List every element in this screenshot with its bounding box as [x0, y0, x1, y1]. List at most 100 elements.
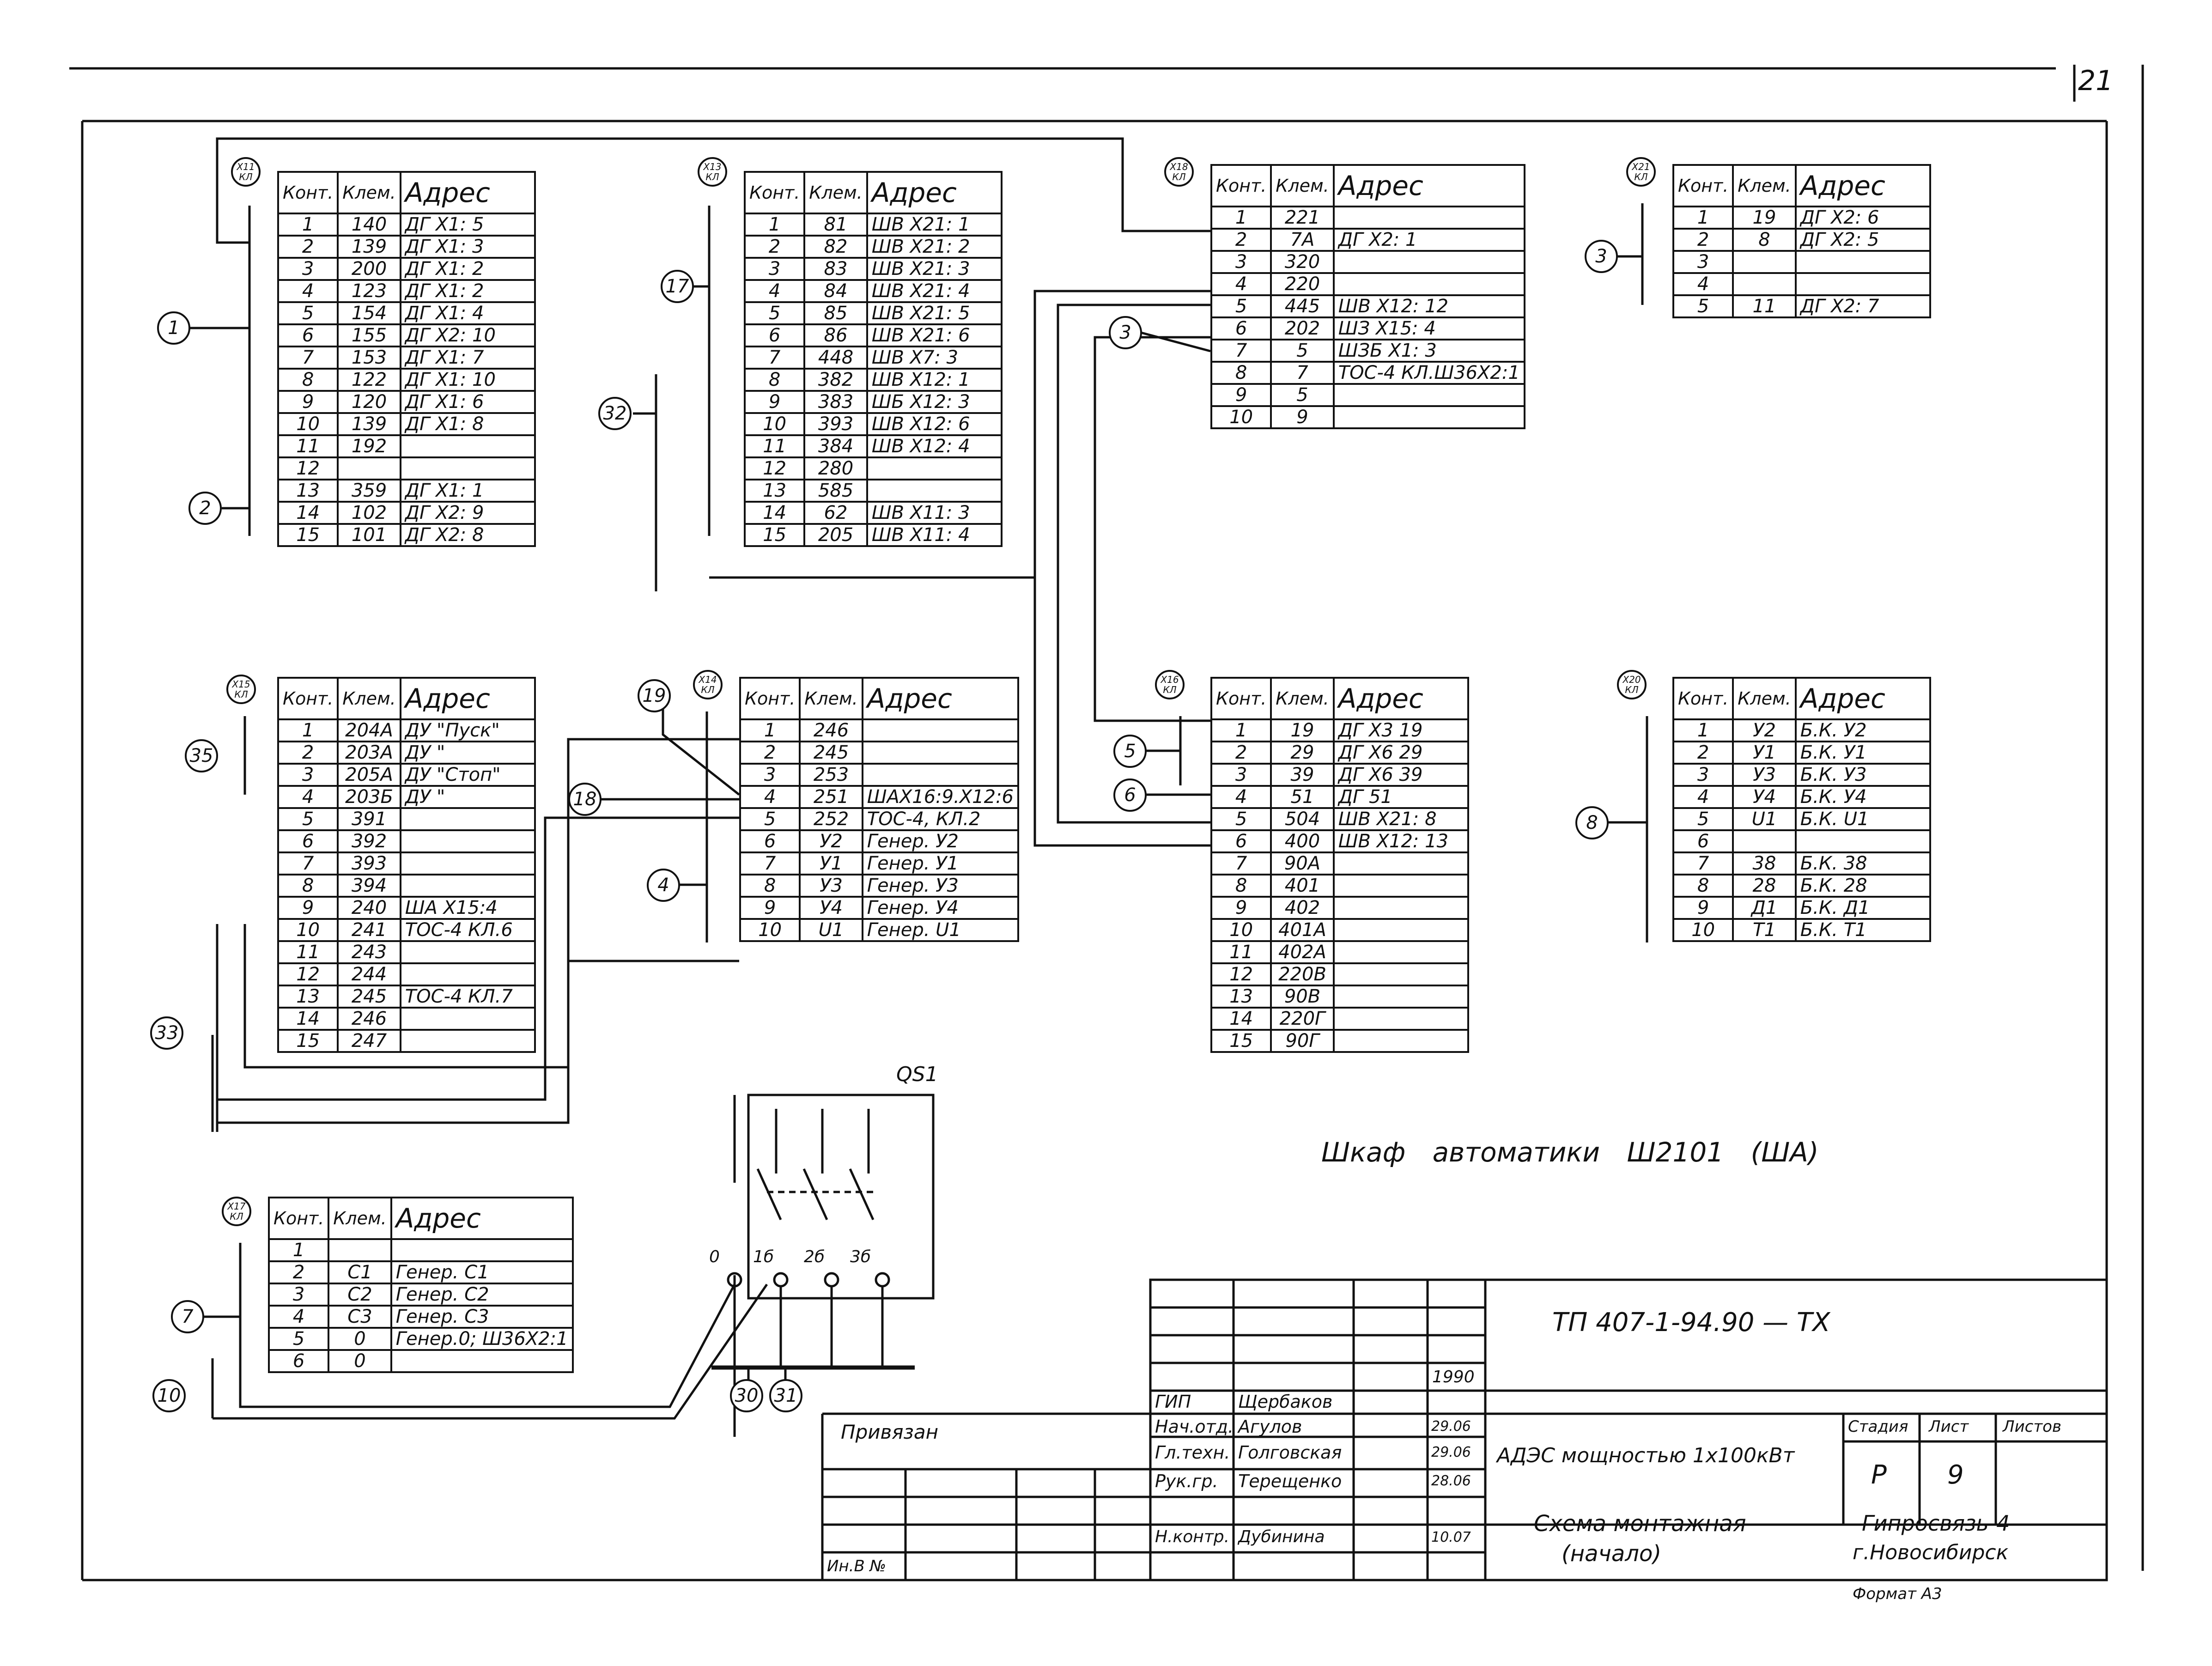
terminal-cell: 7	[1270, 361, 1335, 385]
tag-text: КЛ	[230, 1211, 243, 1222]
contact-cell: 7	[1210, 339, 1272, 363]
address-cell: Генер. С3	[390, 1305, 574, 1329]
column-header-cont: Конт.	[277, 171, 339, 214]
terminal-cell: 139	[337, 412, 401, 436]
switch-terminal-1: 1б	[753, 1247, 774, 1266]
terminal-cell: 220В	[1270, 962, 1335, 986]
address-cell	[861, 741, 1020, 765]
callout-17: 17	[661, 270, 694, 303]
tag-text: КЛ	[239, 171, 253, 182]
terminal-cell: У3	[1732, 763, 1797, 787]
terminal-cell: 240	[337, 896, 401, 920]
address-cell	[399, 1029, 536, 1053]
callout-32: 32	[598, 397, 632, 430]
address-cell	[399, 1007, 536, 1031]
address-cell: ДГ Х1: 5	[399, 213, 536, 237]
terminal-cell: 393	[803, 412, 868, 436]
contact-cell: 6	[739, 829, 801, 853]
date-3: 28.06	[1431, 1473, 1471, 1489]
terminal-cell: 155	[337, 323, 401, 347]
contact-cell: 8	[1210, 361, 1272, 385]
callout-5: 5	[1113, 735, 1147, 768]
address-cell: Генер. С1	[390, 1260, 574, 1284]
address-cell: ДГ Х1: 3	[399, 235, 536, 259]
column-header-addr: Адрес	[399, 677, 536, 720]
terminal-cell: 359	[337, 479, 401, 503]
tag-text: Х18	[1170, 161, 1188, 172]
stage-value: Р	[1871, 1460, 1887, 1490]
terminal-cell: 122	[337, 368, 401, 392]
terminal-cell	[337, 456, 401, 480]
contact-cell: 5	[1672, 294, 1734, 318]
terminal-cell: 29	[1270, 741, 1335, 765]
contact-cell: 15	[277, 523, 339, 547]
terminal-cell: 11	[1732, 294, 1797, 318]
contact-cell: 5	[1210, 807, 1272, 831]
contact-cell: 11	[277, 940, 339, 964]
contact-cell: 14	[277, 501, 339, 525]
tag-text: Х20	[1623, 674, 1641, 685]
address-cell: ДГ Х1: 8	[399, 412, 536, 436]
contact-cell: 7	[277, 851, 339, 876]
terminal-cell: 51	[1270, 785, 1335, 809]
callout-3b: 3	[1585, 240, 1618, 273]
address-cell: Б.К. У1	[1794, 741, 1932, 765]
callout-4: 4	[647, 869, 680, 902]
tag-text: Х11	[237, 161, 255, 172]
qs1-contact-1	[756, 1168, 782, 1221]
contact-cell: 10	[743, 412, 806, 436]
address-cell	[1794, 250, 1932, 274]
address-cell: ДГ Х1: 6	[399, 390, 536, 414]
contact-cell: 5	[277, 301, 339, 325]
table-row: 1	[267, 1238, 574, 1262]
contact-cell: 13	[277, 985, 339, 1009]
contact-cell: 5	[277, 807, 339, 831]
terminal-cell: 391	[337, 807, 401, 831]
terminal-cell: 402	[1270, 896, 1335, 920]
column-header-klem: Клем.	[803, 171, 868, 214]
terminal-cell: 82	[803, 235, 868, 259]
tag-text: КЛ	[701, 684, 715, 695]
column-header-cont: Конт.	[1210, 164, 1272, 207]
contact-cell: 2	[739, 741, 801, 765]
address-cell	[399, 851, 536, 876]
address-cell: ШЗ Х15: 4	[1332, 316, 1525, 340]
contact-cell: 2	[277, 235, 339, 259]
column-header-cont: Конт.	[267, 1197, 330, 1240]
address-cell: ДГ Х1: 10	[399, 368, 536, 392]
tag-text: Х17	[227, 1201, 246, 1212]
table-header: Конт.Клем.Адрес	[1210, 164, 1525, 207]
role-1: Нач.отд.	[1155, 1417, 1234, 1437]
callout-19: 19	[638, 679, 671, 712]
column-header-klem: Клем.	[337, 677, 401, 720]
address-cell: Б.К. 38	[1794, 851, 1932, 876]
contact-cell: 4	[277, 279, 339, 303]
terminal-cell: 7А	[1270, 228, 1335, 252]
contact-cell: 5	[739, 807, 801, 831]
address-cell: ДГ Х3 19	[1332, 718, 1470, 742]
column-header-klem: Клем.	[799, 677, 863, 720]
address-cell: Б.К. 28	[1794, 874, 1932, 898]
address-cell: Б.К. У2	[1794, 718, 1932, 742]
tag-text: Х13	[703, 161, 722, 172]
terminal-cell: 28	[1732, 874, 1797, 898]
terminal-cell: 202	[1270, 316, 1335, 340]
